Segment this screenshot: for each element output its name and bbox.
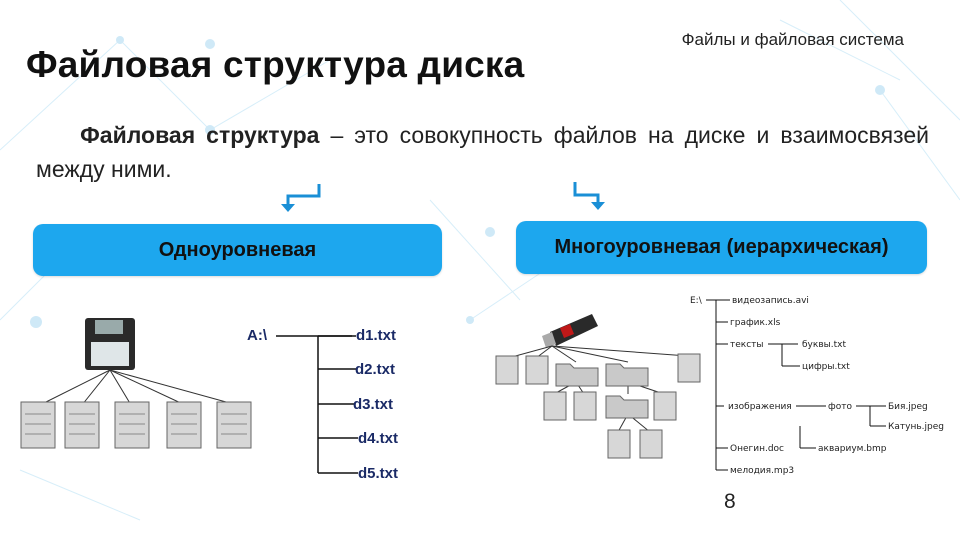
floppy-files-illustration [20,318,252,449]
tree-file-label: график.xls [730,318,781,328]
file-icon [64,401,100,449]
tree-root-label: E:\ [690,296,703,306]
file-icon [639,429,663,459]
file-icon [543,391,567,421]
tree-file-label: буквы.txt [802,340,846,350]
definition-text: Файловая структура – это совокупность фа… [36,118,929,186]
tree-file-label: мелодия.mp3 [730,466,794,476]
tree-root-label: A:\ [247,327,268,344]
file-icon [607,429,631,459]
tree-file-label: d1.txt [356,327,396,344]
file-icon [166,401,202,449]
arrow-down-left-icon [281,184,321,212]
file-icon [20,401,56,449]
arrow-down-right-icon [573,182,605,210]
single-level-tree: A:\ d1.txt d2.txt d3.txt d4.txt d5.txt [247,327,398,482]
tree-file-label: d4.txt [358,430,398,447]
file-icon [495,355,519,385]
single-level-label: Одноуровневая [33,224,442,276]
floppy-disk-icon [85,318,135,370]
multi-level-tree: E:\ видеозапись.avi график.xls тексты бу… [690,296,944,476]
tree-file-label: d3.txt [353,396,393,413]
tree-file-label: Бия.jpeg [888,402,928,412]
header-note: Файлы и файловая система [681,30,904,49]
file-icon [525,355,549,385]
file-icon [216,401,252,449]
file-icon [653,391,677,421]
usb-hierarchy-illustration [495,314,701,459]
file-icon [114,401,150,449]
multi-level-label: Многоуровневая (иерархическая) [516,221,927,274]
file-icon [573,391,597,421]
folder-icon [555,363,599,387]
tree-file-label: d2.txt [355,361,395,378]
definition-rest: – это совокупность файлов на диске и вза… [36,122,929,182]
page-number: 8 [724,490,736,513]
tree-file-label: Катунь.jpeg [888,422,944,432]
tree-file-label: видеозапись.avi [732,296,809,306]
tree-folder-label: тексты [730,340,764,350]
tree-folder-label: фото [828,402,852,412]
file-icon [677,353,701,383]
folder-icon [605,395,649,419]
tree-file-label: цифры.txt [802,362,850,372]
usb-drive-icon [542,314,598,348]
folder-icon [605,363,649,387]
page-title: Файловая структура диска [26,44,525,85]
definition-term: Файловая структура [80,122,320,148]
tree-file-label: аквариум.bmp [818,444,887,454]
tree-file-label: d5.txt [358,465,398,482]
tree-folder-label: изображения [728,402,792,412]
tree-file-label: Онегин.doc [730,444,784,454]
